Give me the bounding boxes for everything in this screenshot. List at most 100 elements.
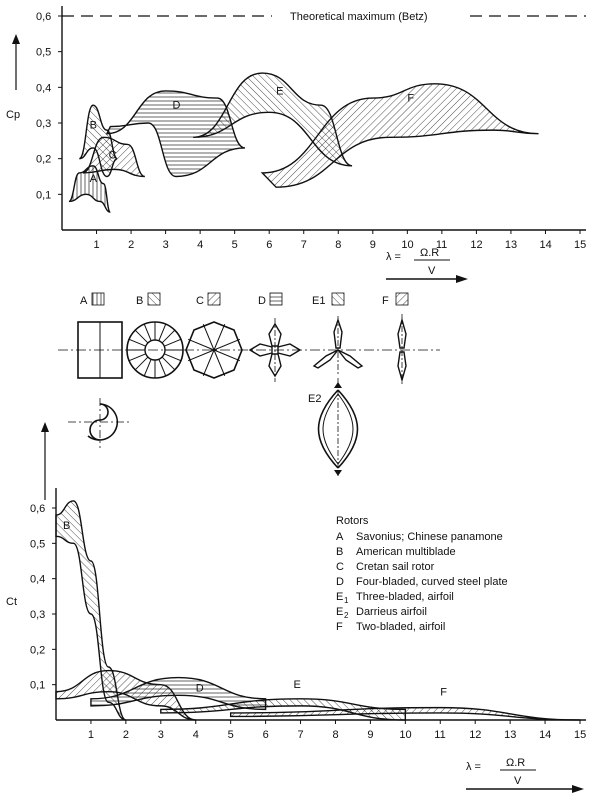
bottom-series-f <box>229 706 581 721</box>
bottom-x-tick-label: 1 <box>88 729 94 741</box>
top-x-formula: λ = Ω.R V <box>386 247 468 283</box>
bottom-series-label-e: E <box>294 679 301 691</box>
top-y-tick-label: 0,6 <box>36 11 51 23</box>
hatch-swatch-e1 <box>331 292 345 306</box>
bottom-x-tick-label: 13 <box>504 729 516 741</box>
legend-key: A <box>336 531 344 543</box>
legend-key: E <box>336 606 343 618</box>
top-y-tick-label: 0,5 <box>36 47 51 59</box>
legend-item: Four-bladed, curved steel plate <box>356 576 508 588</box>
top-x-tick-label: 10 <box>401 239 413 251</box>
top-y-label: Cp <box>6 109 20 121</box>
svg-text:Ω.R: Ω.R <box>506 757 525 769</box>
bottom-y-ticks: 0,10,20,30,40,50,6 <box>30 503 56 692</box>
legend-item: American multiblade <box>356 546 456 558</box>
legend-item: Two-bladed, airfoil <box>356 621 445 633</box>
top-x-tick-label: 14 <box>539 239 551 251</box>
rotor-b-blade <box>128 338 146 347</box>
rotor-b-blade <box>164 338 182 347</box>
hatch-swatch-a <box>91 292 105 306</box>
bottom-x-formula: λ = Ω.R V <box>466 757 584 793</box>
top-y-ticks: 0,10,20,30,40,50,6 <box>36 11 62 201</box>
rotor-b-blade <box>158 323 167 341</box>
bottom-y-tick-label: 0,1 <box>30 680 45 692</box>
top-x-tick-label: 9 <box>370 239 376 251</box>
legend-key-sub: 1 <box>344 596 349 605</box>
bottom-series-label-f: F <box>440 686 447 698</box>
rotor-c-sail <box>202 349 215 377</box>
rotor-b-blade <box>128 353 146 362</box>
legend-key: B <box>336 546 343 558</box>
rotor-a-icon <box>77 321 123 379</box>
rotor-label-d: D <box>258 295 266 307</box>
rotor-label-b: B <box>136 295 143 307</box>
rotor-c-icon <box>185 321 243 379</box>
bottom-x-tick-label: 10 <box>399 729 411 741</box>
top-x-tick-label: 15 <box>574 239 586 251</box>
top-x-tick-label: 6 <box>266 239 272 251</box>
rotor-c-sail <box>202 323 215 351</box>
bottom-x-tick-label: 6 <box>263 729 269 741</box>
top-series-label-d: D <box>173 100 181 112</box>
top-x-tick-label: 1 <box>94 239 100 251</box>
bottom-x-tick-label: 3 <box>158 729 164 741</box>
rotor-b-blade <box>134 356 149 371</box>
bottom-x-tick-label: 5 <box>228 729 234 741</box>
rotor-b-blade <box>164 353 182 362</box>
rotor-e1-icon <box>312 316 364 376</box>
svg-text:Ω.R: Ω.R <box>420 247 439 259</box>
bottom-y-tick-label: 0,4 <box>30 574 45 586</box>
top-x-tick-label: 13 <box>505 239 517 251</box>
hatch-swatch-f <box>395 292 409 306</box>
top-series-a <box>68 165 112 213</box>
rotor-c-sail <box>187 349 215 362</box>
top-x-tick-label: 11 <box>436 239 447 251</box>
rotor-c-sail <box>213 349 226 377</box>
savonius-icon <box>68 398 132 448</box>
bottom-x-tick-label: 14 <box>539 729 551 741</box>
rotor-c-sail <box>213 323 226 351</box>
rotor-f-icon <box>397 314 407 386</box>
top-x-tick-label: 4 <box>197 239 203 251</box>
legend-key: D <box>336 576 344 588</box>
top-y-tick-label: 0,1 <box>36 189 51 201</box>
top-x-tick-label: 3 <box>163 239 169 251</box>
legend-key: F <box>336 621 343 633</box>
legend-title: Rotors <box>336 515 369 527</box>
top-y-tick-label: 0,2 <box>36 154 51 166</box>
bottom-x-tick-label: 8 <box>332 729 338 741</box>
top-series-label-f: F <box>407 93 414 105</box>
bottom-series-c <box>55 669 196 721</box>
rotor-label-e1: E1 <box>312 295 325 307</box>
rotor-c-sail <box>213 338 241 351</box>
hatch-swatch-b <box>147 292 161 306</box>
svg-text:λ =: λ = <box>386 251 401 263</box>
rotor-b-blade <box>161 356 176 371</box>
bottom-y-arrow <box>41 422 49 500</box>
top-series-f <box>260 83 539 188</box>
top-x-tick-label: 8 <box>335 239 341 251</box>
top-x-tick-label: 5 <box>232 239 238 251</box>
top-x-tick-label: 7 <box>301 239 307 251</box>
rotor-b-blade <box>143 359 152 377</box>
legend-item: Cretan sail rotor <box>356 561 435 573</box>
rotor-b-blade <box>161 329 176 344</box>
bottom-y-tick-label: 0,6 <box>30 503 45 515</box>
rotor-icons: A B C D <box>58 292 440 476</box>
legend-item: Savonius; Chinese panamone <box>356 531 503 543</box>
bottom-x-tick-label: 12 <box>469 729 481 741</box>
rotor-e2-icon <box>317 378 359 476</box>
svg-text:V: V <box>514 775 522 787</box>
betz-label: Theoretical maximum (Betz) <box>290 11 428 23</box>
legend-key-sub: 2 <box>344 611 349 620</box>
bottom-y-tick-label: 0,5 <box>30 538 45 550</box>
top-series-label-b: B <box>90 119 97 131</box>
top-series-label-e: E <box>276 85 283 97</box>
